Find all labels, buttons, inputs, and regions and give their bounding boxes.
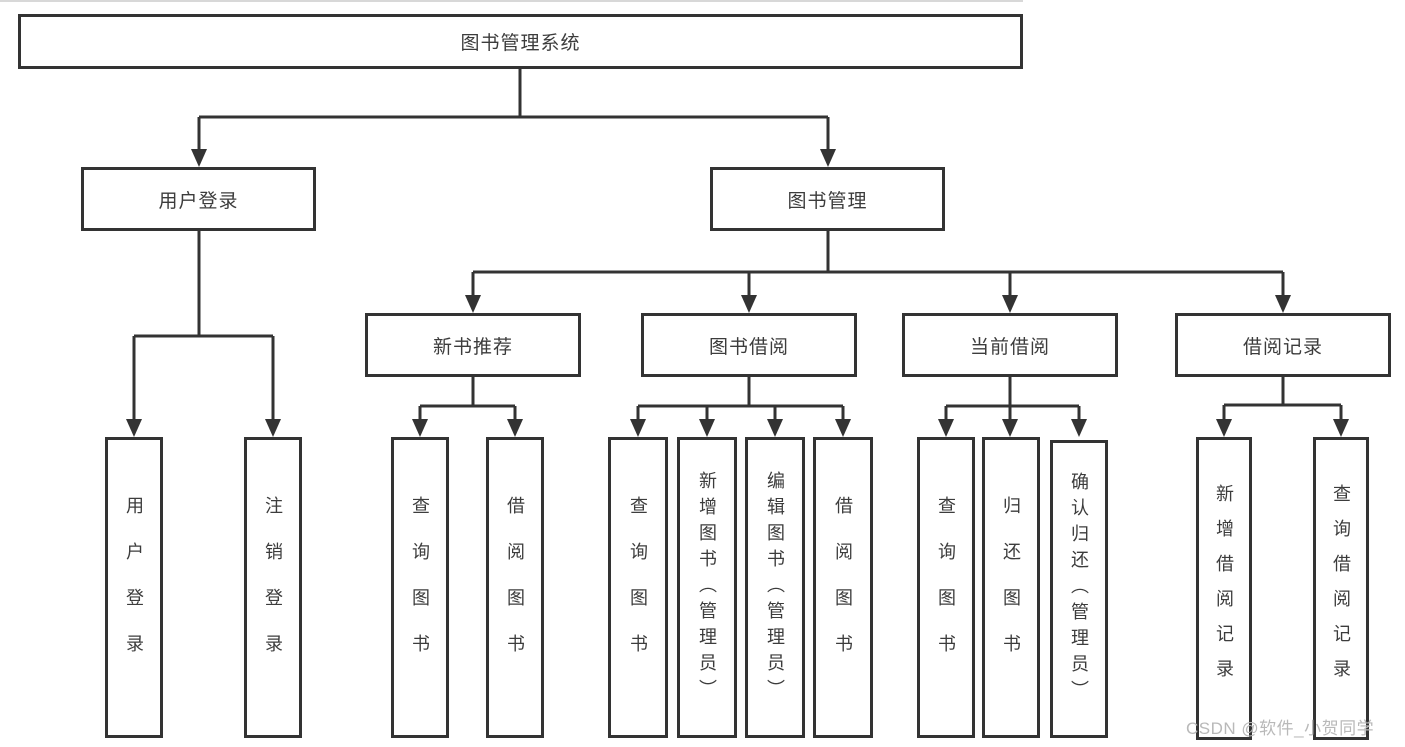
node-user-login: 用户登录 bbox=[81, 167, 316, 231]
connector-borrowing-records-children bbox=[1216, 377, 1349, 437]
top-edge-line bbox=[0, 0, 1023, 2]
leaf-nb-query-book-label: 查询图书 bbox=[410, 495, 430, 680]
leaf-cb-query-book-label: 查询图书 bbox=[936, 495, 956, 680]
node-new-book-recommend: 新书推荐 bbox=[365, 313, 581, 377]
leaf-bb-borrow-book: 借阅图书 bbox=[813, 437, 873, 738]
leaf-bb-query-book-label: 查询图书 bbox=[628, 495, 648, 680]
leaf-bb-add-book-admin-label: 新增图书（管理员） bbox=[697, 470, 717, 705]
leaf-br-add-record-label: 新增借阅记录 bbox=[1214, 483, 1234, 694]
leaf-cb-return-book: 归还图书 bbox=[982, 437, 1040, 738]
leaf-br-query-record: 查询借阅记录 bbox=[1313, 437, 1369, 740]
leaf-logout: 注销登录 bbox=[244, 437, 302, 738]
leaf-cb-confirm-return-admin: 确认归还（管理员） bbox=[1050, 440, 1108, 738]
connector-book-borrowing-children bbox=[630, 377, 851, 437]
leaf-user-login-label: 用户登录 bbox=[124, 495, 144, 680]
connector-new-book-recommend-children bbox=[412, 377, 523, 437]
leaf-nb-query-book: 查询图书 bbox=[391, 437, 449, 738]
node-borrowing-records: 借阅记录 bbox=[1175, 313, 1391, 377]
connector-current-borrowing-children bbox=[938, 377, 1087, 437]
leaf-bb-edit-book-admin-label: 编辑图书（管理员） bbox=[765, 470, 785, 705]
node-current-borrowing: 当前借阅 bbox=[902, 313, 1118, 377]
leaf-cb-query-book: 查询图书 bbox=[917, 437, 975, 738]
leaf-logout-label: 注销登录 bbox=[263, 495, 283, 680]
node-book-management: 图书管理 bbox=[710, 167, 945, 231]
leaf-bb-query-book: 查询图书 bbox=[608, 437, 668, 738]
leaf-cb-confirm-return-admin-label: 确认归还（管理员） bbox=[1069, 472, 1089, 706]
node-book-borrowing: 图书借阅 bbox=[641, 313, 857, 377]
leaf-user-login: 用户登录 bbox=[105, 437, 163, 738]
node-system: 图书管理系统 bbox=[18, 14, 1023, 69]
connector-root-to-level2 bbox=[191, 68, 836, 167]
watermark: CSDN @软件_小贺同学 bbox=[1186, 719, 1375, 738]
leaf-nb-borrow-book: 借阅图书 bbox=[486, 437, 544, 738]
leaf-cb-return-book-label: 归还图书 bbox=[1001, 495, 1021, 680]
leaf-bb-add-book-admin: 新增图书（管理员） bbox=[677, 437, 737, 738]
leaf-br-query-record-label: 查询借阅记录 bbox=[1331, 483, 1351, 694]
leaf-br-add-record: 新增借阅记录 bbox=[1196, 437, 1252, 740]
leaf-nb-borrow-book-label: 借阅图书 bbox=[505, 495, 525, 680]
leaf-bb-borrow-book-label: 借阅图书 bbox=[833, 495, 853, 680]
leaf-bb-edit-book-admin: 编辑图书（管理员） bbox=[745, 437, 805, 738]
connector-book-management-children bbox=[465, 231, 1291, 313]
connector-user-login-children bbox=[126, 231, 281, 437]
